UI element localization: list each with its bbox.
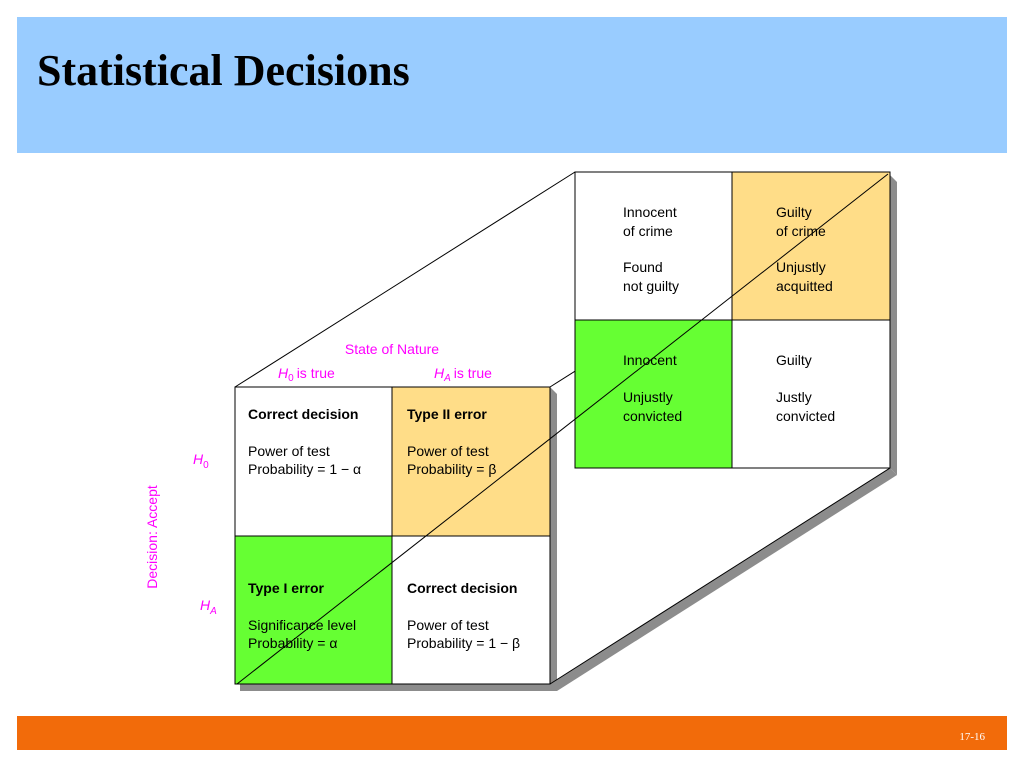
back-text-innocent-4: not guilty	[623, 278, 679, 294]
footer-bar: 17-16	[17, 716, 1007, 750]
back-text-innocent-conv-3: convicted	[623, 408, 682, 424]
front-cell-type1	[235, 536, 392, 684]
back-text-innocent-2: of crime	[623, 223, 673, 239]
slide-title: Statistical Decisions	[37, 46, 410, 95]
top-left-edge	[234, 171, 576, 388]
front-cell-correct-1	[235, 387, 392, 536]
page-number: 17-16	[959, 731, 985, 743]
cell-line1-type1: Significance level	[248, 617, 356, 633]
back-cell-innocent-convicted	[575, 320, 732, 468]
cell-line2-correct-2: Probability = 1 − β	[407, 635, 520, 651]
cell-title-type2: Type II error	[407, 406, 487, 422]
back-text-innocent-3: Found	[623, 259, 663, 275]
back-text-innocent-conv-2: Unjustly	[623, 389, 673, 405]
back-text-guilty-conv-2: Justly	[776, 389, 812, 405]
back-text-guilty-4: acquitted	[776, 278, 833, 294]
back-panel-shadow	[890, 175, 897, 475]
back-text-innocent-1: Innocent	[623, 204, 677, 220]
back-text-innocent-conv-1: Innocent	[623, 352, 677, 368]
front-cell-type2	[392, 387, 550, 536]
h0-row-label: H0	[193, 451, 209, 471]
bottom-shadow	[550, 468, 897, 691]
cell-title-type1: Type I error	[248, 580, 325, 596]
cell-line2-type2: Probability = β	[407, 461, 496, 477]
cell-line1-type2: Power of test	[407, 443, 489, 459]
diagonal-line	[236, 173, 889, 685]
back-text-guilty-conv-3: convicted	[776, 408, 835, 424]
ha-row-label: HA	[200, 597, 217, 617]
cell-line2-correct-1: Probability = 1 − α	[248, 461, 361, 477]
cell-line2-type1: Probability = α	[248, 635, 337, 651]
cell-line1-correct-2: Power of test	[407, 617, 489, 633]
cell-title-correct-2: Correct decision	[407, 580, 517, 596]
title-bar: Statistical Decisions	[17, 17, 1007, 153]
back-text-guilty-conv-1: Guilty	[776, 352, 812, 368]
decision-accept-label: Decision: Accept	[144, 485, 160, 589]
back-cell-guilty-convicted	[732, 320, 890, 468]
back-text-guilty-1: Guilty	[776, 204, 812, 220]
back-cell-guilty-acquitted	[732, 172, 890, 320]
bottom-right-edge	[549, 467, 891, 685]
back-text-guilty-2: of crime	[776, 223, 826, 239]
back-cell-innocent-not-guilty	[575, 172, 732, 320]
state-of-nature-label: State of Nature	[345, 341, 439, 357]
front-bottom-shadow	[240, 684, 557, 691]
cell-line1-correct-1: Power of test	[248, 443, 330, 459]
front-panel-shadow	[550, 387, 557, 691]
front-cell-correct-2	[392, 536, 550, 684]
cell-title-correct-1: Correct decision	[248, 406, 358, 422]
back-text-guilty-3: Unjustly	[776, 259, 826, 275]
